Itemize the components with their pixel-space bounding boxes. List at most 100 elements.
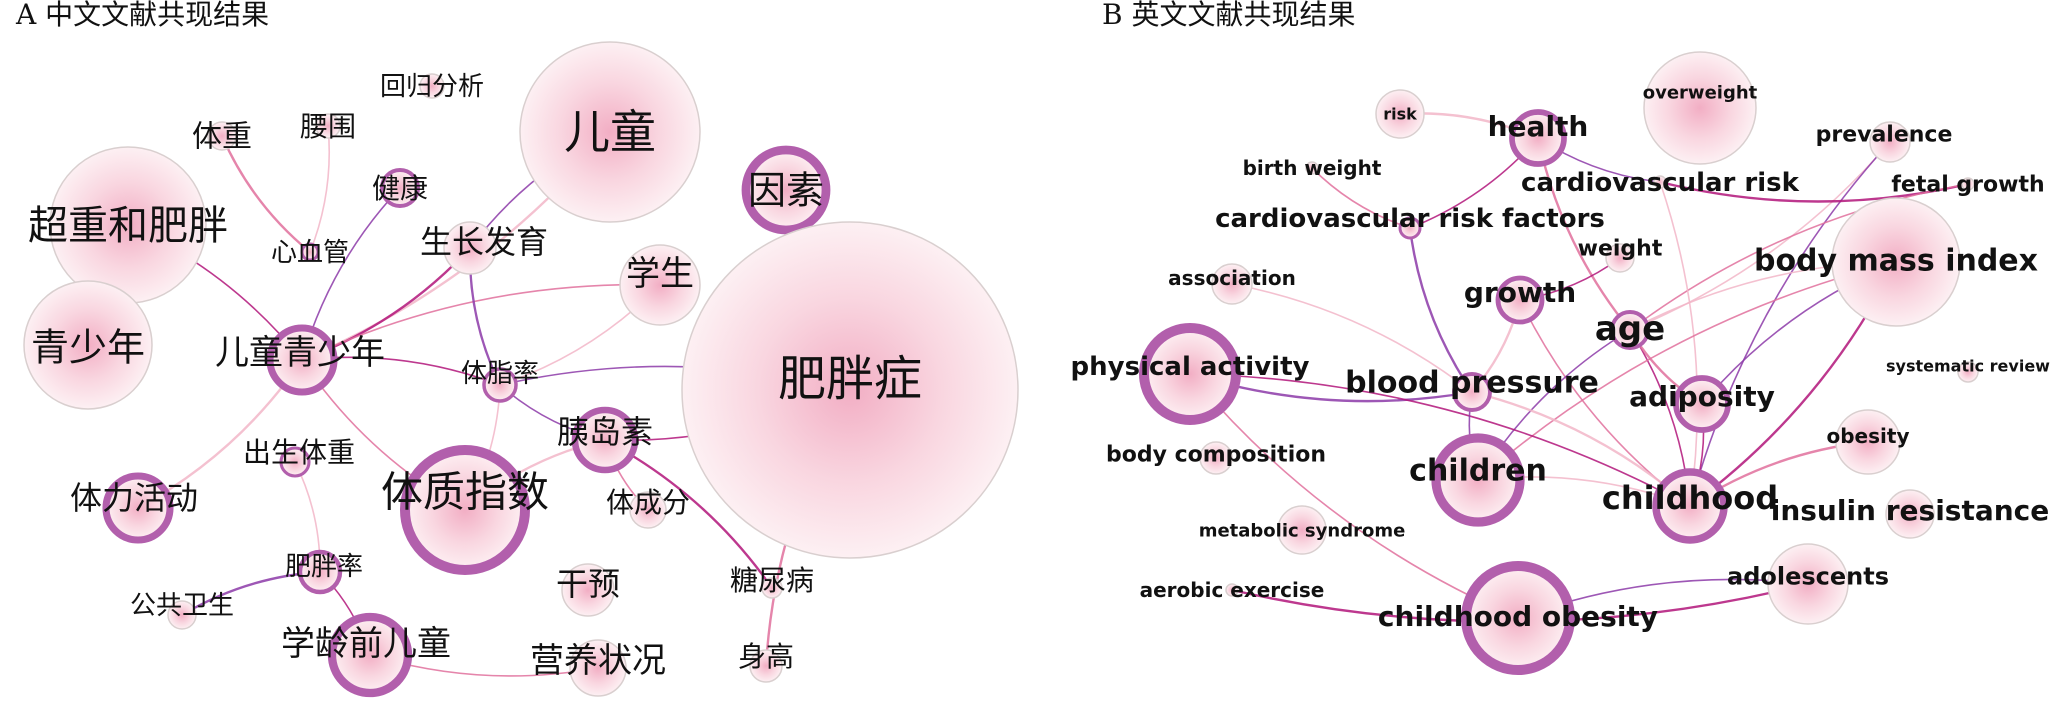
node-label-obesity: obesity — [1827, 424, 1910, 448]
node-bubble-birthweight — [1305, 161, 1319, 175]
node-chusheng: 出生体重 — [243, 436, 355, 478]
node-bubble-bodycomp — [1199, 441, 1233, 475]
node-bubble-weight — [1605, 243, 1635, 273]
node-label-tizhong: 体重 — [192, 120, 252, 155]
node-childobesity: childhood obesity — [1378, 561, 1658, 675]
node-label-feipanglv: 肥胖率 — [285, 552, 363, 582]
node-tichengfen: 体成分 — [606, 486, 690, 529]
node-label-birthweight: birth weight — [1243, 156, 1382, 180]
node-bubble-health — [1509, 109, 1567, 167]
node-label-ertong: 儿童 — [564, 105, 656, 159]
node-label-tizhilv: 体脂率 — [461, 359, 539, 389]
node-xuesheng: 学生 — [619, 244, 701, 326]
node-bubble-xueling — [327, 612, 413, 698]
node-ertong: 儿童 — [519, 41, 701, 223]
node-label-metabolic: metabolic syndrome — [1199, 520, 1406, 541]
node-label-growth: growth — [1464, 276, 1576, 309]
edge-fetal-age — [1629, 183, 1969, 331]
node-feipanglv: 肥胖率 — [285, 549, 363, 595]
node-bubble-feipangzheng — [681, 221, 1019, 559]
node-label-overweight: overweight — [1643, 82, 1758, 103]
node-bubble-gonggong — [167, 600, 197, 630]
node-label-shengzhang: 生长发育 — [420, 223, 548, 261]
node-bmi: body mass index — [1754, 197, 2038, 327]
node-label-bodycomp: body composition — [1106, 443, 1326, 468]
node-bubble-physical — [1139, 323, 1241, 425]
node-insulin: insulin resistance — [1771, 489, 2049, 539]
node-bubble-obesity — [1835, 409, 1901, 475]
node-birthweight: birth weight — [1243, 156, 1382, 180]
node-jiankang: 健康 — [372, 168, 428, 208]
edge-xuesheng-ertongqsn — [301, 283, 661, 361]
panel-b-title: B 英文文献共现结果 — [1102, 0, 1355, 31]
edge-cvrf-bp — [1408, 227, 1473, 393]
node-label-association: association — [1168, 266, 1296, 290]
node-label-xinxueguan: 心血管 — [271, 238, 349, 268]
node-bubble-adiposity — [1673, 375, 1731, 433]
node-label-chaozhong: 超重和肥胖 — [28, 203, 228, 249]
node-label-weight: weight — [1578, 237, 1663, 262]
node-physical: physical activity — [1071, 323, 1310, 425]
node-bubble-qingshaonian — [23, 280, 153, 410]
node-label-cvrisk: cardiovascular risk — [1521, 168, 1800, 198]
node-bubble-association — [1211, 263, 1253, 305]
node-health: health — [1488, 109, 1589, 167]
node-bubble-huigui — [419, 73, 445, 99]
node-label-xuesheng: 学生 — [626, 254, 694, 294]
node-label-feipangzheng: 肥胖症 — [778, 351, 922, 407]
node-weight: weight — [1578, 237, 1663, 273]
node-tizhong: 体重 — [192, 120, 252, 155]
node-label-cvrf: cardiovascular risk factors — [1215, 204, 1605, 234]
edge-birthweight-cvrf — [1311, 167, 1411, 229]
node-risk: risk — [1375, 89, 1425, 139]
node-bubble-tangniao — [761, 577, 783, 599]
node-label-tizhi: 体质指数 — [381, 468, 549, 517]
node-label-physical: physical activity — [1071, 352, 1310, 382]
node-bubble-growth — [1495, 275, 1545, 325]
node-shengao: 身高 — [738, 640, 794, 683]
node-bubble-ertong — [519, 41, 701, 223]
panel-a-nodes: 回归分析儿童因素体重腰围健康超重和肥胖心血管生长发育学生肥胖症青少年儿童青少年体… — [23, 41, 1019, 698]
node-qingshaonian: 青少年 — [23, 280, 153, 410]
node-bubble-children — [1431, 433, 1525, 527]
node-fetal: fetal growth — [1891, 173, 2044, 198]
node-bubble-ertongqsn — [266, 324, 338, 396]
node-bubble-tizhi — [400, 445, 530, 575]
node-bubble-metabolic — [1277, 505, 1327, 555]
node-cvrf: cardiovascular risk factors — [1215, 204, 1605, 240]
node-label-tichengfen: 体成分 — [606, 486, 690, 519]
node-bubble-tichengfen — [629, 491, 667, 529]
node-ertongqsn: 儿童青少年 — [215, 324, 385, 396]
edge-tizhong-xinxueguan — [220, 135, 311, 253]
node-tangniao: 糖尿病 — [730, 564, 814, 599]
node-label-ertongqsn: 儿童青少年 — [215, 333, 385, 373]
node-bubble-risk — [1375, 89, 1425, 139]
node-label-jiankang: 健康 — [372, 172, 428, 205]
node-yingyang: 营养状况 — [530, 639, 666, 697]
node-shengzhang: 生长发育 — [420, 221, 548, 275]
node-label-health: health — [1488, 110, 1589, 143]
node-bubble-yinsu — [741, 145, 831, 235]
node-age: age — [1595, 309, 1665, 350]
node-bp: blood pressure — [1345, 366, 1599, 412]
edge-prevalence-age — [1629, 141, 1891, 331]
node-bubble-yaowei — [315, 113, 341, 139]
node-label-risk: risk — [1383, 105, 1417, 124]
node-bubble-bmi — [1831, 197, 1961, 327]
node-xueling: 学龄前儿童 — [281, 612, 451, 698]
node-bubble-insulin — [1885, 489, 1935, 539]
node-label-gonggong: 公共卫生 — [130, 591, 234, 621]
node-bubble-childhood — [1652, 468, 1728, 544]
node-adolescents: adolescents — [1727, 543, 1889, 625]
node-bubble-tili — [102, 472, 174, 544]
node-label-age: age — [1595, 309, 1665, 349]
node-label-shengao: 身高 — [738, 640, 794, 673]
node-bubble-prevalence — [1869, 121, 1911, 163]
node-bubble-chusheng — [279, 446, 311, 478]
node-label-adiposity: adiposity — [1629, 380, 1775, 413]
node-label-bp: blood pressure — [1345, 366, 1599, 401]
node-bubble-ganyu — [561, 563, 615, 617]
node-label-fetal: fetal growth — [1891, 173, 2044, 198]
